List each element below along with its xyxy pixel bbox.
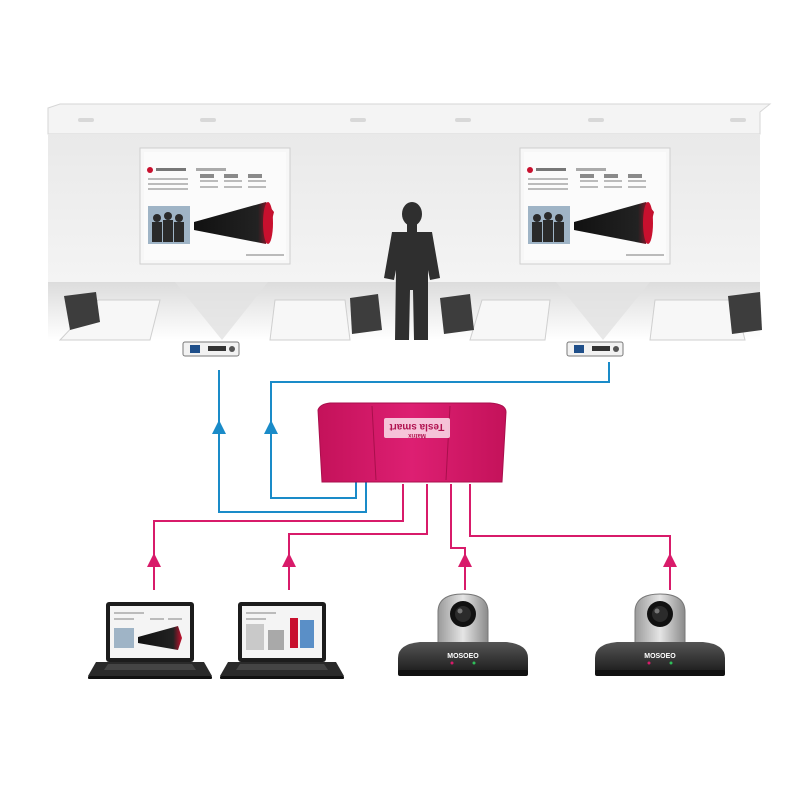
left-projection-screen (140, 148, 290, 264)
ptz-camera-right (595, 594, 725, 676)
camera-left-brand: MOSOEO (447, 653, 479, 660)
arrow-up-icon (212, 420, 226, 434)
arrow-up-icon (663, 553, 677, 567)
signal-input-lines (154, 484, 670, 590)
blue-arrows (212, 420, 278, 434)
right-projection-screen (520, 148, 670, 264)
right-projector (567, 342, 623, 356)
table-right-1 (470, 300, 550, 340)
matrix-brand-sub-label: Matrix (408, 432, 426, 438)
laptop-right (220, 602, 344, 679)
table-left-2 (270, 300, 350, 340)
ptz-camera-left (398, 594, 528, 676)
arrow-up-icon (458, 553, 472, 567)
meeting-room-scene (48, 104, 770, 340)
matrix-switcher-icon (318, 403, 506, 482)
arrow-up-icon (282, 553, 296, 567)
matrix-brand-label: Tesla smart (389, 421, 445, 432)
left-projector (183, 342, 239, 356)
camera-right-brand: MOSOEO (644, 653, 676, 660)
laptop-left (88, 602, 212, 679)
arrow-up-icon (147, 553, 161, 567)
pink-arrows (147, 553, 677, 567)
arrow-up-icon (264, 420, 278, 434)
ceiling (48, 104, 770, 134)
